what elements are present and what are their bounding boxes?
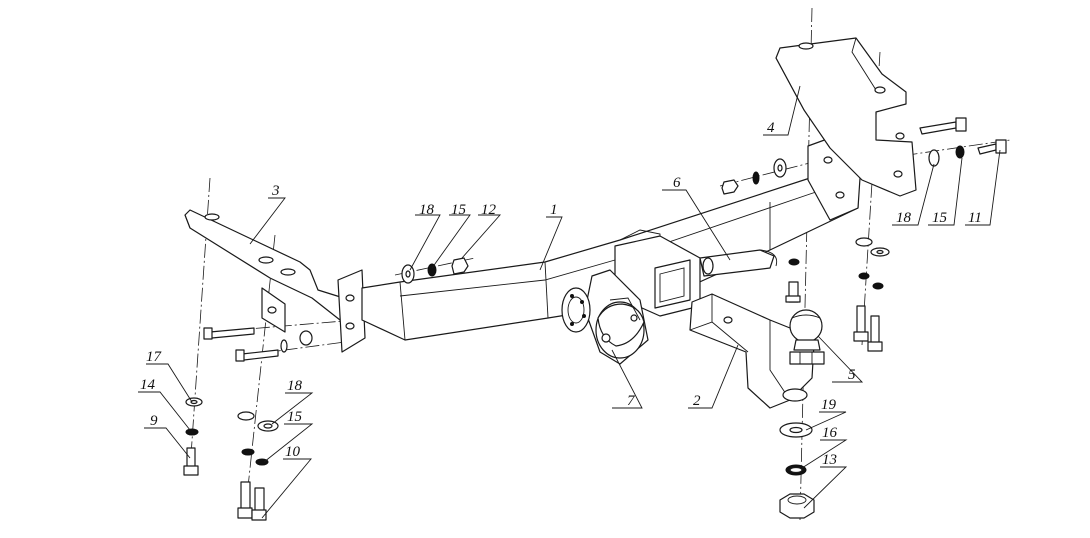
callout-4: 4 [767, 120, 775, 136]
callout-14: 14 [140, 377, 156, 393]
callout-10: 10 [285, 444, 301, 460]
electrical-socket [561, 269, 649, 365]
callout-18-left: 18 [287, 378, 303, 394]
callout-16: 16 [822, 425, 838, 441]
callout-9: 9 [150, 413, 158, 429]
callout-12: 12 [481, 202, 497, 218]
callout-6: 6 [673, 175, 681, 191]
leader-lines [138, 85, 1001, 519]
callout-2: 2 [693, 393, 701, 409]
hitch-pin [699, 249, 778, 277]
right-fasteners [721, 117, 1007, 519]
callout-15-right: 15 [932, 210, 948, 226]
callout-1: 1 [550, 202, 558, 218]
left-fasteners [183, 257, 469, 521]
ball-mount-drawbar [689, 293, 815, 409]
callout-18-right: 18 [896, 210, 912, 226]
callout-labels: 3 1 18 15 12 6 7 2 5 4 18 15 11 17 14 9 … [140, 120, 982, 468]
callout-19: 19 [821, 397, 837, 413]
callout-17: 17 [146, 349, 163, 365]
callout-15-top: 15 [451, 202, 467, 218]
callout-18-top: 18 [419, 202, 435, 218]
callout-3: 3 [271, 183, 280, 199]
callout-15-left: 15 [287, 409, 303, 425]
callout-11: 11 [968, 210, 982, 226]
left-mounting-bracket [184, 209, 366, 353]
callout-5: 5 [848, 367, 856, 383]
tow-ball [789, 309, 825, 365]
callout-7: 7 [627, 393, 636, 409]
main-crossbar [361, 137, 861, 341]
right-mounting-bracket [775, 37, 917, 197]
callout-13: 13 [822, 452, 837, 468]
